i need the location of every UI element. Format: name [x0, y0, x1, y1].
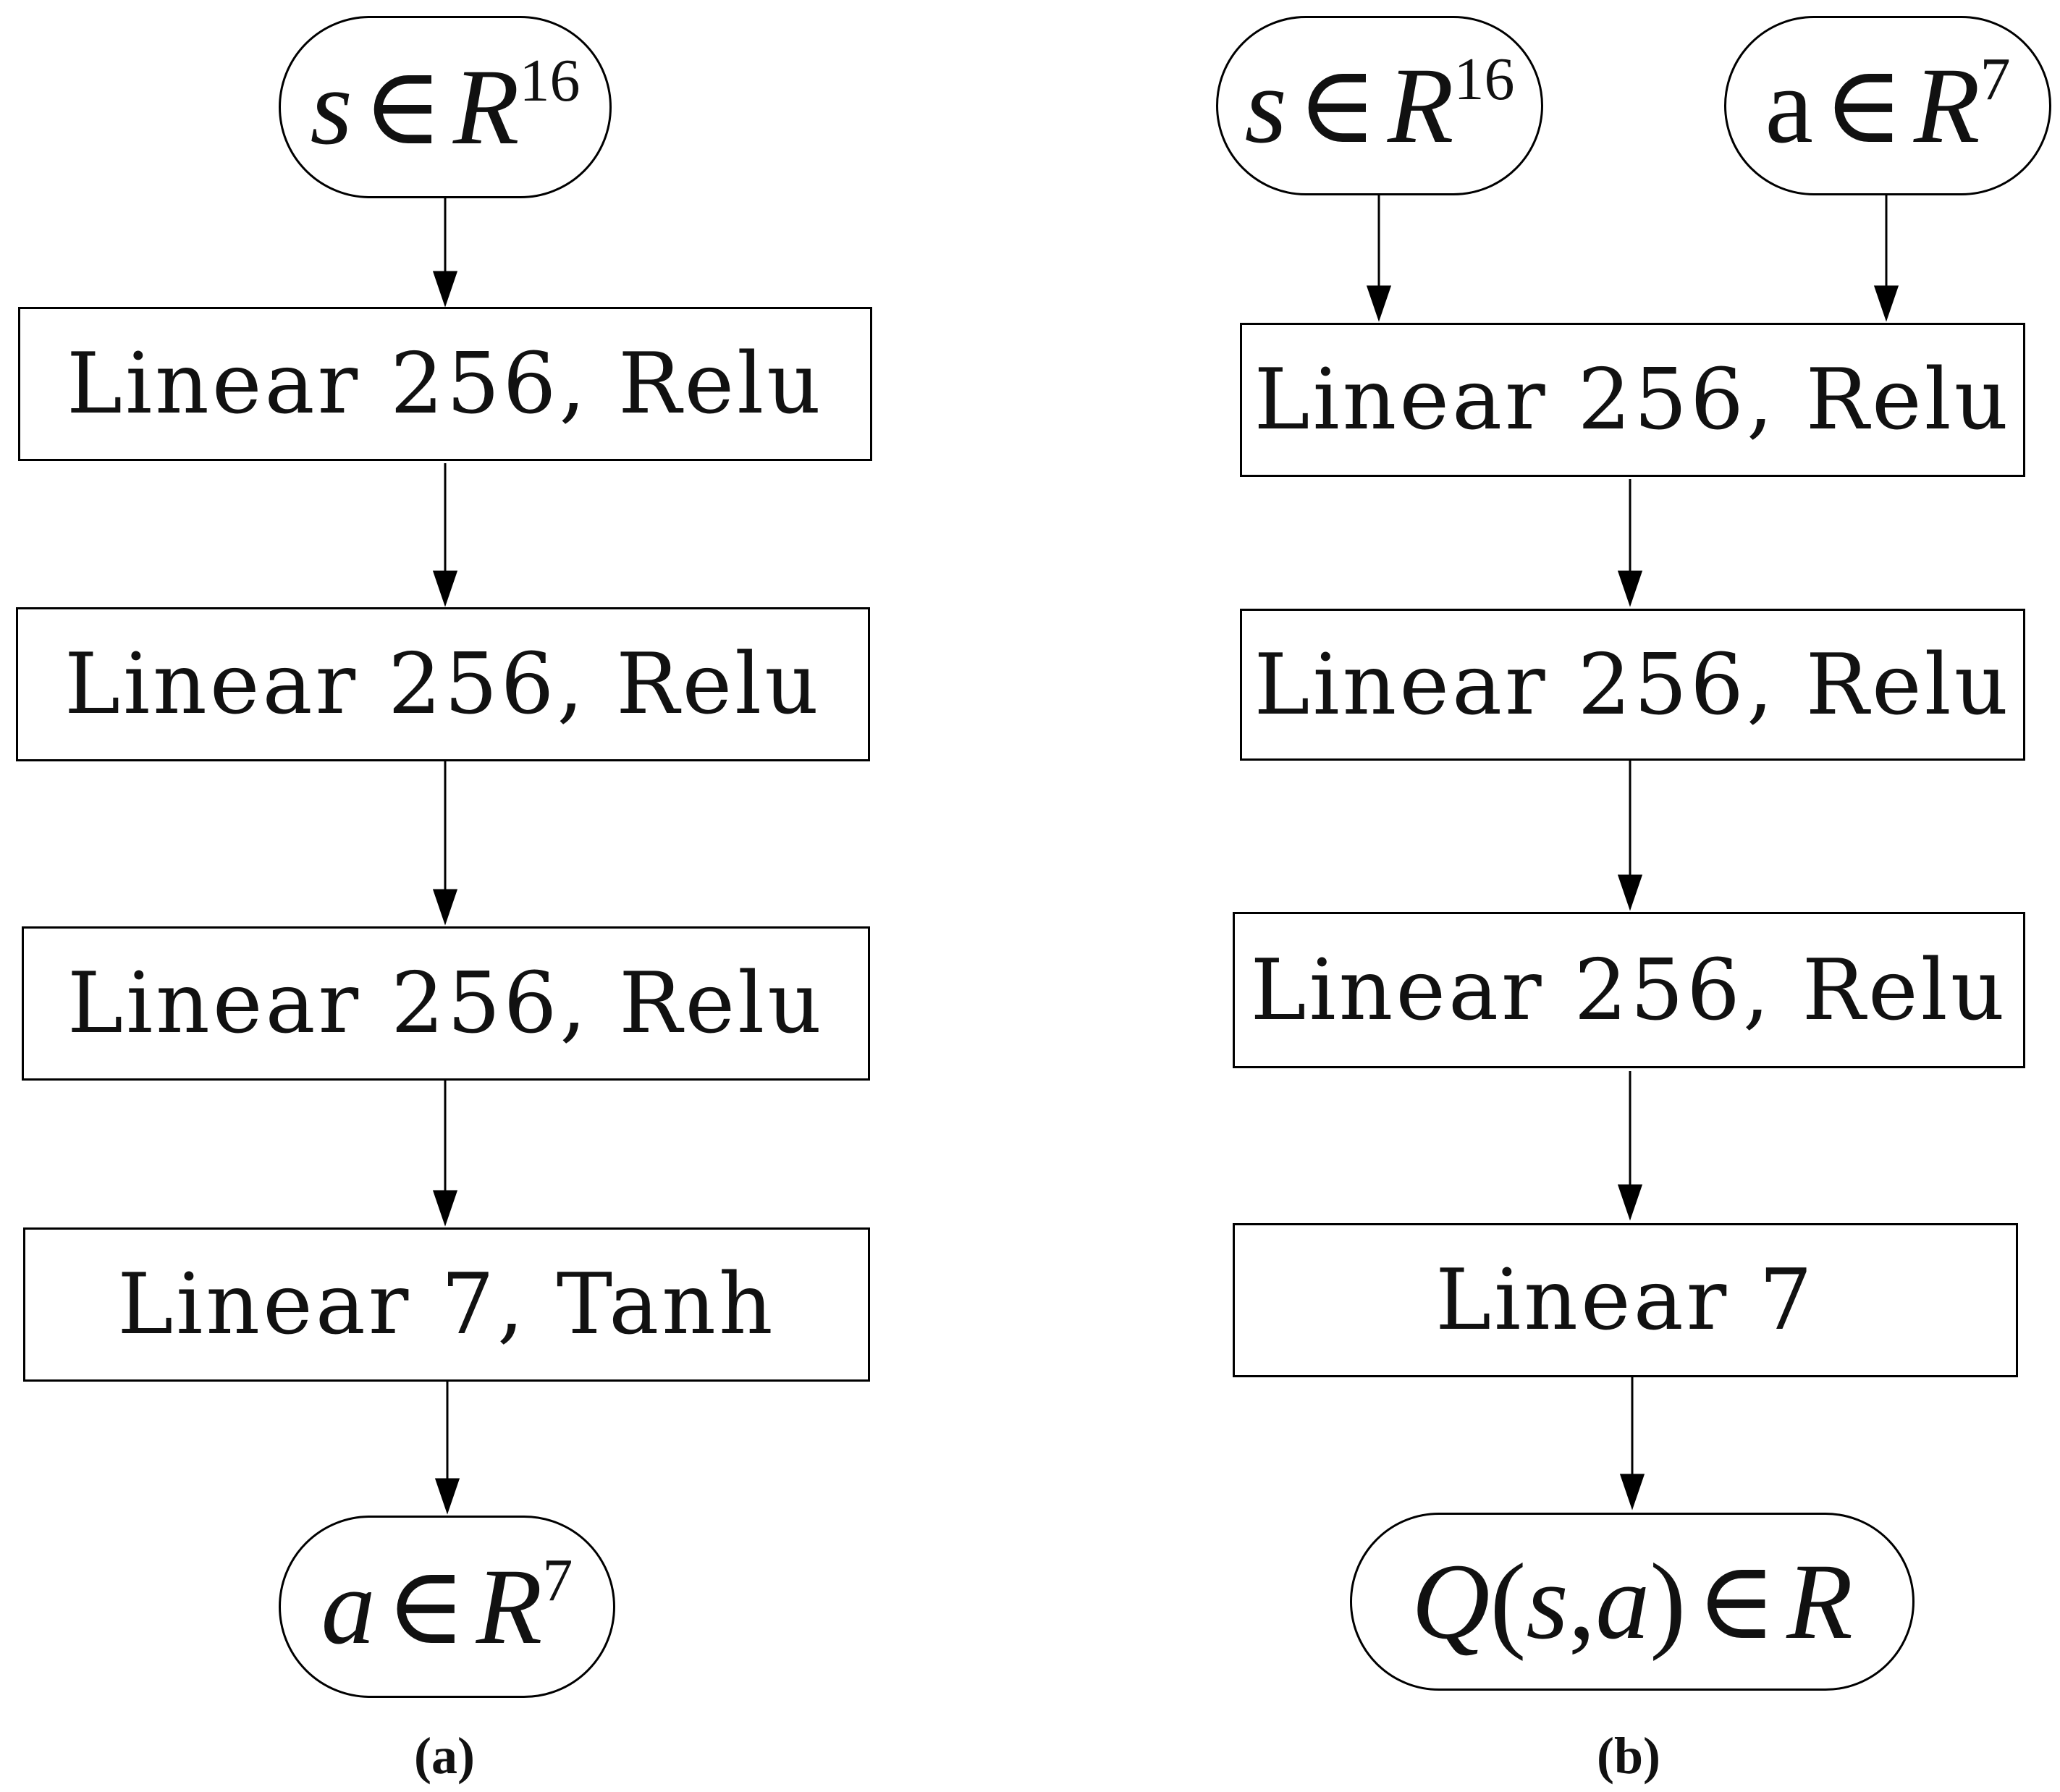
- actor-layer-3: Linear 256, Relu: [22, 926, 870, 1081]
- actor-layer-2: Linear 256, Relu: [16, 607, 870, 761]
- arrow-a-layer2-to-layer3: [432, 761, 458, 926]
- actor-output-label: a∈R7: [321, 1547, 573, 1667]
- arrow-b-action-to-layer1: [1873, 195, 1899, 322]
- critic-layer-2-label: Linear 256, Relu: [1254, 635, 2012, 734]
- actor-layer-2-label: Linear 256, Relu: [64, 635, 822, 733]
- critic-state-input-node: s∈R16: [1216, 16, 1543, 195]
- critic-action-input-node: a∈R7: [1724, 16, 2051, 195]
- critic-output-label: Q(s,a)∈R: [1411, 1542, 1853, 1662]
- actor-input-label: s∈R16: [310, 47, 581, 167]
- arrow-a-input-to-layer1: [432, 198, 458, 308]
- arrow-b-state-to-layer1: [1366, 195, 1392, 322]
- critic-layer-4-label: Linear 7: [1435, 1251, 1815, 1349]
- arrow-a-layer3-to-layer4: [432, 1081, 458, 1227]
- arrow-b-layer2-to-layer3: [1617, 761, 1643, 911]
- arrow-b-layer1-to-layer2: [1617, 479, 1643, 607]
- critic-layer-2: Linear 256, Relu: [1240, 609, 2025, 761]
- critic-output-node: Q(s,a)∈R: [1350, 1513, 1915, 1691]
- critic-layer-3-label: Linear 256, Relu: [1250, 941, 2008, 1039]
- actor-layer-3-label: Linear 256, Relu: [67, 955, 824, 1052]
- arrow-b-layer4-to-output: [1619, 1377, 1645, 1510]
- critic-action-input-label: a∈R7: [1765, 46, 2011, 166]
- critic-layer-1: Linear 256, Relu: [1240, 323, 2025, 477]
- caption-b: (b): [1597, 1727, 1660, 1785]
- arrow-a-layer1-to-layer2: [432, 463, 458, 607]
- actor-layer-4: Linear 7, Tanh: [23, 1227, 870, 1382]
- actor-output-node: a∈R7: [279, 1516, 615, 1698]
- actor-layer-1-label: Linear 256, Relu: [67, 335, 824, 433]
- caption-a: (a): [414, 1727, 475, 1785]
- critic-layer-1-label: Linear 256, Relu: [1254, 351, 2012, 449]
- critic-layer-4: Linear 7: [1233, 1223, 2018, 1377]
- actor-layer-1: Linear 256, Relu: [18, 307, 872, 461]
- actor-input-node: s∈R16: [279, 16, 612, 198]
- arrow-a-layer4-to-output: [434, 1382, 460, 1515]
- critic-state-input-label: s∈R16: [1244, 46, 1515, 166]
- arrow-b-layer3-to-layer4: [1617, 1071, 1643, 1221]
- actor-layer-4-label: Linear 7, Tanh: [117, 1256, 776, 1353]
- critic-layer-3: Linear 256, Relu: [1233, 912, 2025, 1068]
